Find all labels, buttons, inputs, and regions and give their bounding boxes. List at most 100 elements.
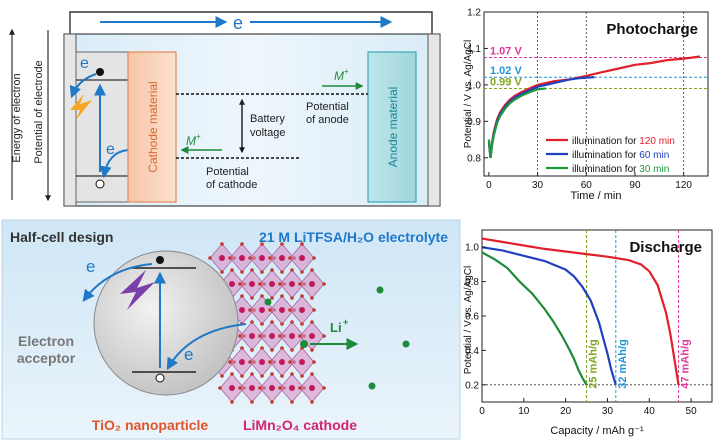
o-atom	[238, 386, 242, 390]
anode-material-label: Anode material	[386, 87, 400, 168]
o-atom	[270, 268, 274, 272]
battery-voltage-label-1: Battery	[250, 113, 285, 125]
series-line	[487, 87, 546, 158]
o-atom	[310, 400, 314, 404]
mn-atom	[309, 333, 315, 339]
o-atom	[230, 372, 234, 376]
o-atom	[260, 346, 264, 350]
mn-atom	[269, 333, 275, 339]
o-atom	[248, 256, 252, 260]
o-atom	[278, 282, 282, 286]
o-atom	[270, 348, 274, 352]
battery-voltage-label-2: voltage	[250, 127, 285, 139]
discharge-title: Discharge	[629, 239, 702, 256]
anode-potential-label-2: of anode	[306, 114, 349, 126]
o-atom	[238, 282, 242, 286]
o-atom	[298, 386, 302, 390]
o-atom	[280, 346, 284, 350]
o-atom	[300, 270, 304, 274]
electron-transfer-arrow-down	[99, 149, 129, 179]
o-atom	[270, 296, 274, 300]
x-tick-label: 0	[486, 180, 492, 191]
o-atom	[280, 374, 284, 378]
series-line	[481, 251, 588, 386]
cathode-material-label: Cathode material	[146, 81, 160, 172]
excited-electron	[96, 68, 104, 76]
electron-label-top: e	[233, 13, 243, 33]
mn-atom	[239, 307, 245, 313]
x-tick-label: 40	[644, 406, 656, 417]
o-atom	[290, 296, 294, 300]
mn-atom	[239, 359, 245, 365]
o-atom	[288, 256, 292, 260]
capacity-annotation: 32 mAh/g	[617, 339, 629, 389]
mn-atom	[249, 385, 255, 391]
photocharge-guides: 1.07 V1.02 V0.99 V	[484, 12, 708, 176]
o-atom	[268, 308, 272, 312]
discharge-series	[481, 237, 680, 386]
o-atom	[300, 242, 304, 246]
x-tick-label: 20	[560, 406, 572, 417]
ion-label-anode: M	[334, 69, 344, 83]
series-line	[481, 246, 617, 386]
y-tick-label: 1.2	[467, 8, 481, 19]
o-atom	[270, 400, 274, 404]
y-tick-label: 1.0	[467, 80, 481, 91]
x-tick-label: 30	[532, 180, 544, 191]
o-atom	[250, 268, 254, 272]
anode-material-block	[367, 51, 417, 203]
potential-annotation: 1.02 V	[490, 65, 522, 77]
o-atom	[280, 294, 284, 298]
photocharge-xlabel: Time / min	[571, 190, 622, 202]
o-atom	[218, 386, 222, 390]
o-atom	[300, 322, 304, 326]
o-atom	[270, 320, 274, 324]
o-atom	[278, 386, 282, 390]
o-atom	[240, 270, 244, 274]
o-atom	[238, 334, 242, 338]
potential-annotation: 0.99 V	[490, 77, 522, 89]
o-atom	[280, 322, 284, 326]
o-atom	[260, 322, 264, 326]
y-tick-label: 0.2	[465, 380, 479, 391]
o-atom	[280, 242, 284, 246]
o-atom	[322, 386, 326, 390]
tio2-label: TiO₂ nanoparticle	[92, 417, 209, 433]
o-atom	[260, 374, 264, 378]
cathode-potential-label-2: of cathode	[206, 179, 257, 191]
mn-atom	[219, 255, 225, 261]
discharge-guides: 25 mAh/g 32 mAh/g 47 mAh/g	[482, 230, 712, 402]
o-atom	[310, 296, 314, 300]
electron-to-acceptor-arrow	[82, 263, 153, 302]
series-line	[481, 237, 680, 385]
electron-acceptor-label-2: acceptor	[17, 350, 76, 366]
legend-label: illumination for 60 min	[572, 150, 669, 161]
o-atom	[278, 334, 282, 338]
photocharge-legend: illumination for 120 min illumination for…	[546, 136, 675, 175]
o-atom	[322, 334, 326, 338]
o-atom	[310, 320, 314, 324]
x-tick-label: 0	[479, 406, 485, 417]
o-atom	[220, 242, 224, 246]
o-atom	[310, 372, 314, 376]
capacity-annotation: 25 mAh/g	[588, 339, 600, 389]
x-tick-label: 90	[629, 180, 641, 191]
o-atom	[288, 360, 292, 364]
x-tick-label: 10	[518, 406, 530, 417]
cathode-material-block	[127, 51, 177, 203]
o-atom	[240, 374, 244, 378]
limn2o4-label: LiMn₂O₄ cathode	[243, 417, 357, 433]
light-bolt-icon	[70, 94, 92, 120]
mn-atom	[259, 359, 265, 365]
mn-atom	[289, 281, 295, 287]
legend-label: illumination for 120 min	[572, 136, 675, 147]
capacity-annotation: 47 mAh/g	[680, 339, 692, 389]
tio2-hole-dot	[155, 373, 165, 383]
photocharge-series	[487, 55, 701, 158]
li-ion-dot	[264, 298, 272, 306]
o-atom	[260, 294, 264, 298]
o-atom	[290, 320, 294, 324]
o-atom	[268, 360, 272, 364]
